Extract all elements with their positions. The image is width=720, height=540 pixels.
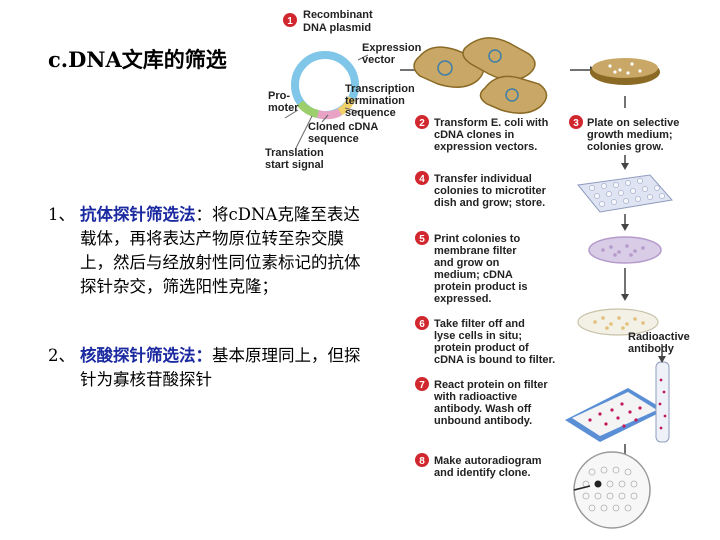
step-7-circle <box>415 377 429 391</box>
cloned-cdna-label-1: Cloned cDNA <box>308 121 378 133</box>
translation-label-1: Translation <box>265 147 324 159</box>
method-2-paragraph: 2、 核酸探针筛选法：基本原理同上，但探针为寡核苷酸探针 <box>48 344 368 392</box>
step-3-line-1: Plate on selective <box>587 117 679 129</box>
method-1-number: 1、 <box>48 203 75 227</box>
selective-plate <box>590 59 660 85</box>
step-6-number: 6 <box>419 319 425 330</box>
autoradiogram <box>574 452 650 528</box>
step-7-line-4: unbound antibody. <box>434 415 532 427</box>
expression-label-1: Expression <box>362 42 422 54</box>
step-5-line-4: medium; cDNA <box>434 269 513 281</box>
recombinant-label-2: DNA plasmid <box>303 22 371 34</box>
step-8-number: 8 <box>419 456 425 467</box>
step-4-number: 4 <box>419 174 425 185</box>
step-7-line-1: React protein on filter <box>434 379 548 391</box>
method-2-number: 2、 <box>48 344 75 368</box>
recombinant-label-1: Recombinant <box>303 9 373 21</box>
promoter-label-1: Pro- <box>268 90 290 102</box>
step-5-line-5: protein product is <box>434 281 528 293</box>
step-3-line-2: growth medium; <box>587 129 673 141</box>
expression-label-2: vector <box>362 54 396 66</box>
method-2-keyword: 核酸探针筛选法： <box>80 346 212 365</box>
cloned-cdna-label-2: sequence <box>308 133 359 145</box>
step-7-line-3: antibody. Wash off <box>434 403 531 415</box>
transcription-label-3: sequence <box>345 107 396 119</box>
transcription-label-1: Transcription <box>345 83 415 95</box>
antibody-tube <box>656 362 669 442</box>
lysed-filter <box>578 309 658 335</box>
ecoli-cell-3 <box>480 76 546 113</box>
step-8-circle <box>415 453 429 467</box>
step-1-number: 1 <box>287 16 293 27</box>
radioactive-label-2: antibody <box>628 343 675 355</box>
step-6-line-3: protein product of <box>434 342 529 354</box>
transcription-label-2: termination <box>345 95 405 107</box>
plasmid-promoter-segment <box>300 103 318 114</box>
method-1-keyword: 抗体探针筛选法 <box>80 205 196 224</box>
step-5-line-6: expressed. <box>434 293 491 305</box>
step-5-line-1: Print colonies to <box>434 233 520 245</box>
step-2-line-2: cDNA clones in <box>434 129 515 141</box>
step-4-line-1: Transfer individual <box>434 173 532 185</box>
promoter-label-2: moter <box>268 102 299 114</box>
step-2-number: 2 <box>419 118 425 129</box>
step-3-number: 3 <box>573 118 579 129</box>
plasmid-termination-segment <box>340 98 352 112</box>
ecoli-cell-1 <box>414 47 484 87</box>
step-8-line-2: and identify clone. <box>434 467 531 479</box>
membrane-filter-1 <box>589 237 661 263</box>
step-4-line-3: dish and grow; store. <box>434 197 545 209</box>
plasmid-diagram <box>285 55 368 148</box>
step-5-circle <box>415 231 429 245</box>
step-3-line-3: colonies grow. <box>587 141 664 153</box>
translation-label-2: start signal <box>265 159 324 171</box>
step-8-line-1: Make autoradiogram <box>434 455 542 467</box>
step-6-line-2: lyse cells in situ; <box>434 330 522 342</box>
positive-clone-spot <box>595 481 602 488</box>
radioactive-label-1: Radioactive <box>628 331 690 343</box>
page-title: c.DNA文库的筛选 <box>48 44 227 74</box>
step-7-number: 7 <box>419 380 425 391</box>
step-2-line-1: Transform E. coli with <box>434 117 549 129</box>
step-3-circle <box>569 115 583 129</box>
step-2-line-3: expression vectors. <box>434 141 537 153</box>
plasmid-cdna-segment <box>318 112 340 115</box>
hybridization-tray <box>565 388 665 442</box>
step-5-number: 5 <box>419 234 425 245</box>
step-6-line-1: Take filter off and <box>434 318 525 330</box>
microtiter-dish <box>578 175 672 212</box>
step-6-line-4: cDNA is bound to filter. <box>434 354 555 366</box>
ecoli-cells <box>400 38 597 113</box>
step-4-line-2: colonies to microtiter <box>434 185 547 197</box>
step-2-circle <box>415 115 429 129</box>
method-1-paragraph: 1、 抗体探针筛选法：将cDNA克隆至表达载体，再将表达产物原位转至杂交膜上，然… <box>48 203 368 299</box>
step-7-line-2: with radioactive <box>433 391 517 403</box>
step-5-line-2: membrane filter <box>434 245 517 257</box>
ecoli-cell-2 <box>463 38 535 80</box>
step-4-circle <box>415 171 429 185</box>
step-6-circle <box>415 316 429 330</box>
plasmid-ring <box>295 55 355 115</box>
step-5-line-3: and grow on <box>434 257 500 269</box>
step-1-circle <box>283 13 297 27</box>
